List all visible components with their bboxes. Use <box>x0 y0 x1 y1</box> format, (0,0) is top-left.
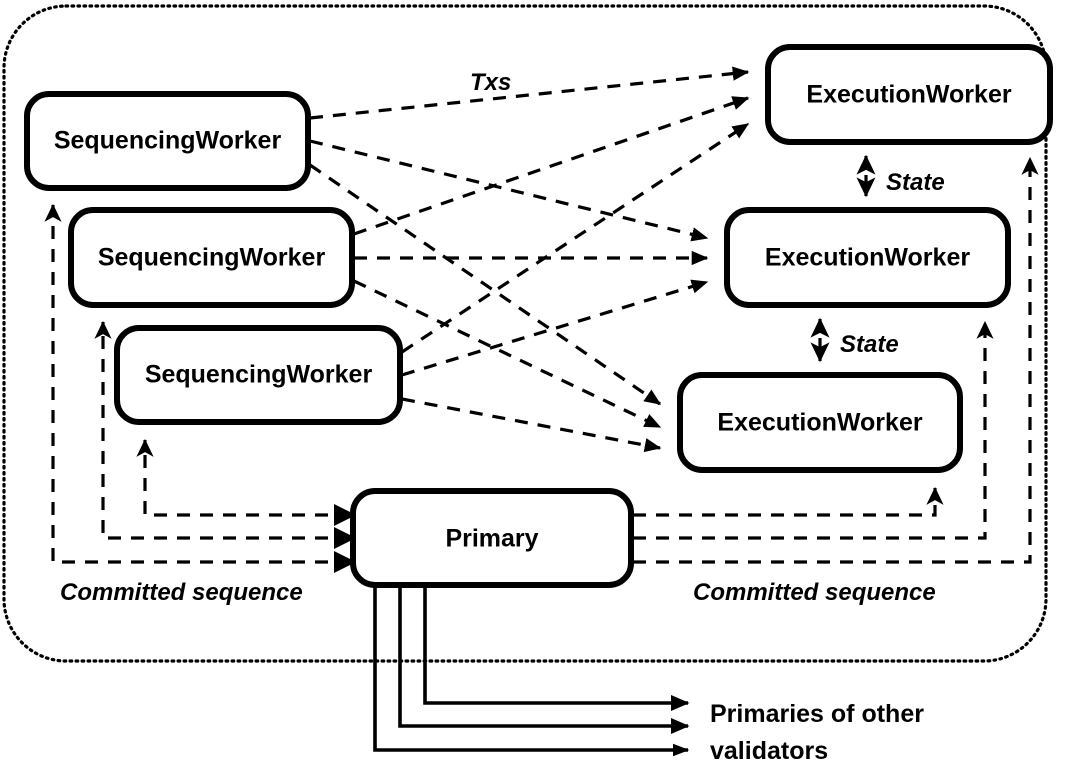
edge-label-committed-sequence-left: Committed sequence <box>60 579 303 606</box>
node-box-primary[interactable] <box>350 488 634 588</box>
node-sequencing-worker-3[interactable]: SequencingWorker <box>114 325 403 425</box>
node-label-primary: Primary <box>445 525 538 553</box>
external-label-primaries-line-2: validators <box>710 737 828 765</box>
node-primary[interactable]: Primary <box>350 488 634 588</box>
node-execution-worker-1[interactable]: ExecutionWorker <box>765 44 1053 145</box>
edge-sw1-ew2 <box>309 139 709 242</box>
edge-primary-ew3 <box>633 486 944 517</box>
edge-primary-external-3 <box>373 587 690 757</box>
arrowhead-into-primary-3 <box>334 551 356 573</box>
node-label-sequencing-worker-3: SequencingWorker <box>145 361 373 389</box>
external-label-primaries-line-1: Primaries of other <box>710 700 924 728</box>
edge-label-state-top: State <box>886 169 945 196</box>
edge-primary-sw3 <box>136 438 351 517</box>
edge-sw1-ew3 <box>309 163 662 406</box>
arrowhead-into-primary-2 <box>334 527 356 549</box>
node-box-sequencing-worker-2[interactable] <box>68 207 355 308</box>
edge-sw1-ew1 <box>309 66 750 120</box>
edge-primary-sw1 <box>44 203 351 564</box>
arrowhead-into-primary-1 <box>334 504 356 526</box>
node-execution-worker-2[interactable]: ExecutionWorker <box>724 207 1011 308</box>
node-box-sequencing-worker-1[interactable] <box>24 91 311 191</box>
node-sequencing-worker-1[interactable]: SequencingWorker <box>24 91 311 191</box>
node-label-execution-worker-1: ExecutionWorker <box>806 81 1011 109</box>
edge-label-committed-sequence-right: Committed sequence <box>693 579 936 606</box>
node-label-sequencing-worker-2: SequencingWorker <box>98 244 326 272</box>
edge-primary-ew1 <box>633 156 1039 564</box>
edge-label-txs: Txs <box>470 69 511 96</box>
validator-boundary <box>2 4 1048 663</box>
edge-primary-external-1 <box>423 587 690 712</box>
edge-primary-sw2 <box>94 320 351 540</box>
edge-label-state-bottom: State <box>840 331 899 358</box>
edge-sw2-ew1 <box>353 96 750 236</box>
edge-primary-external-2 <box>398 587 690 735</box>
state-edges <box>810 154 876 363</box>
node-execution-worker-3[interactable]: ExecutionWorker <box>677 372 963 473</box>
node-sequencing-worker-2[interactable]: SequencingWorker <box>68 207 355 308</box>
node-box-execution-worker-1[interactable] <box>765 44 1053 145</box>
external-primary-links <box>373 587 690 757</box>
edge-sw3-ew1 <box>401 122 750 354</box>
node-box-execution-worker-2[interactable] <box>724 207 1011 308</box>
committed-sequence-left-edges <box>44 203 356 573</box>
node-label-execution-worker-2: ExecutionWorker <box>765 244 970 272</box>
edge-sw3-ew3 <box>401 397 662 453</box>
node-label-execution-worker-3: ExecutionWorker <box>717 409 922 437</box>
node-box-sequencing-worker-3[interactable] <box>114 325 403 425</box>
node-box-execution-worker-3[interactable] <box>677 372 963 473</box>
edge-sw2-ew3 <box>353 279 662 429</box>
node-label-sequencing-worker-1: SequencingWorker <box>54 127 282 155</box>
txs-edges <box>309 66 750 453</box>
committed-sequence-right-edges <box>633 156 1039 564</box>
edge-primary-ew2 <box>633 320 994 540</box>
edge-sw3-ew2 <box>401 279 709 377</box>
